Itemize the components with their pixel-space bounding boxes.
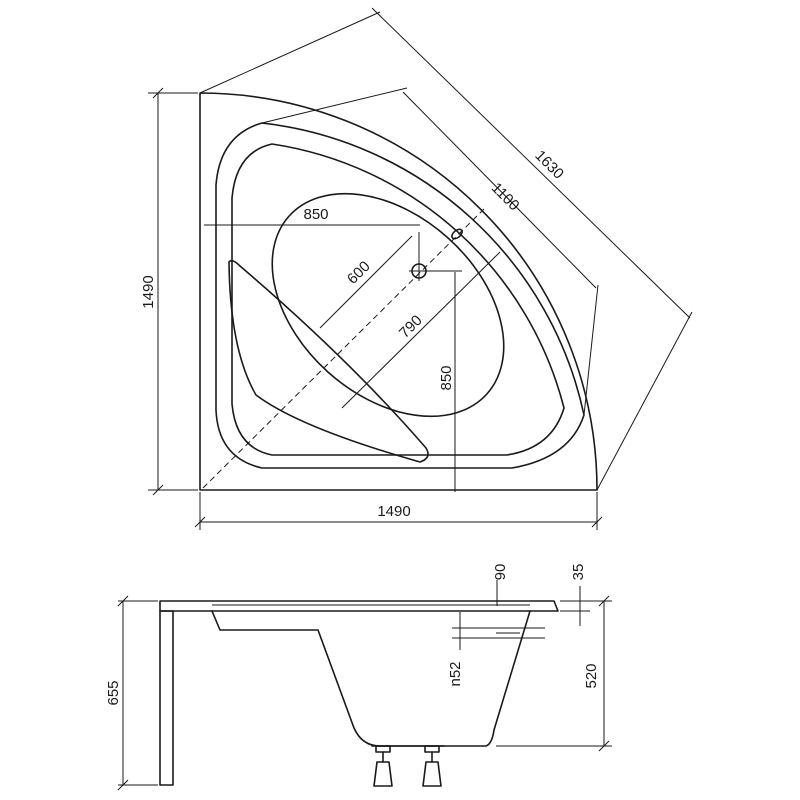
- dim-tick: [152, 484, 164, 496]
- feet: [371, 745, 445, 787]
- dim-line-diag-inner: [402, 91, 597, 289]
- dim-tick: [152, 87, 164, 99]
- foot-cap-left: [375, 745, 391, 753]
- dim-height-left: 1490: [140, 275, 157, 308]
- foot-left: [373, 761, 393, 787]
- dim-basin-center-diag: 790: [396, 312, 426, 342]
- side-view: n52 90 35 520 655: [105, 564, 612, 791]
- dim-ext-diag-outer-a: [199, 11, 381, 94]
- dim-overall-height: 655: [105, 680, 122, 705]
- dim-tick: [598, 595, 610, 607]
- oval-basin: [271, 192, 505, 418]
- dim-tick: [117, 595, 129, 607]
- dim-basin-width-diag: 600: [344, 258, 374, 288]
- overflow-hole: [451, 228, 463, 240]
- dim-inner-depth: 520: [583, 663, 600, 688]
- dim-ext-diag-inner-a: [261, 87, 408, 124]
- inner-rim-outline: [215, 122, 585, 469]
- dim-tick: [591, 516, 603, 528]
- dim-ext-diag-outer-b: [596, 311, 693, 491]
- dim-tick: [598, 740, 610, 752]
- dim-line-basin-width: [319, 235, 413, 329]
- side-rim: [159, 600, 559, 612]
- dim-overflow-dia: n52: [447, 661, 464, 686]
- dim-line-diag-outer: [371, 7, 691, 319]
- outer-shell-outline: [199, 92, 598, 491]
- dim-rim-width: 90: [492, 564, 509, 581]
- dim-tick: [194, 516, 206, 528]
- top-view: 1490 1490 1630 1100 850 600 790 850: [140, 7, 693, 530]
- dim-line-basin-center: [341, 251, 501, 409]
- dim-ext-diag-inner-b: [583, 284, 599, 416]
- inner-well-outline: [231, 143, 565, 456]
- dim-diagonal-outer: 1630: [531, 147, 567, 183]
- dim-basin-height: 850: [438, 365, 455, 390]
- dim-basin-length: 850: [303, 206, 328, 223]
- seat-outline: [228, 259, 429, 463]
- foot-cap-right: [424, 745, 440, 753]
- side-apron: [159, 610, 174, 786]
- foot-right: [422, 761, 442, 787]
- dim-rim-height: 35: [570, 564, 587, 581]
- side-tub-body: [211, 610, 531, 747]
- dim-tick: [117, 779, 129, 791]
- diagonal-axis: [202, 207, 486, 489]
- dim-diagonal-inner: 1100: [488, 179, 523, 214]
- dim-width-bottom: 1490: [377, 503, 410, 520]
